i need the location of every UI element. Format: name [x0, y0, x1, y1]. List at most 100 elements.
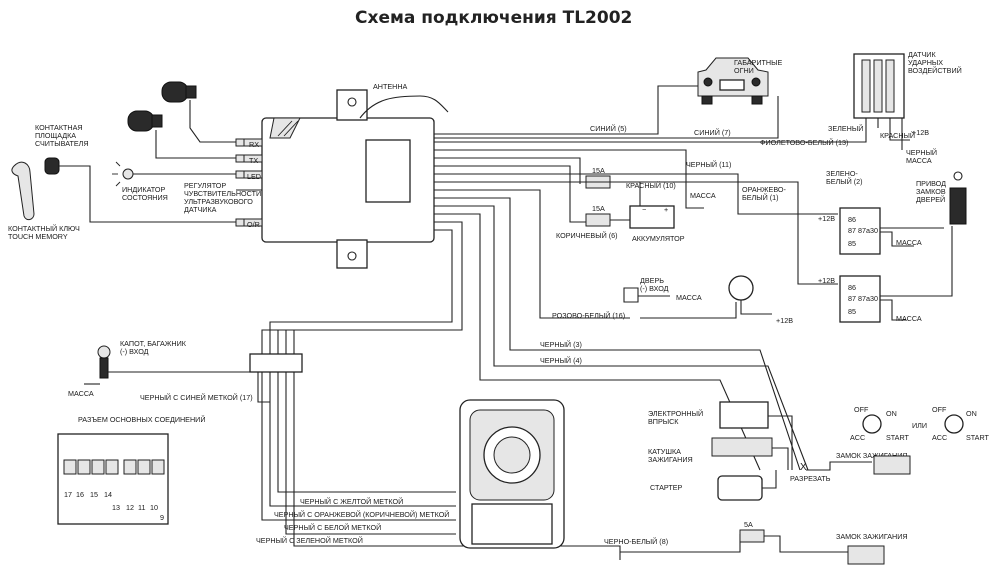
fuse-15a-2: 15А — [592, 204, 605, 213]
shock-label-1: ДАТЧИК — [908, 50, 936, 59]
relay2-30: 30 — [870, 294, 878, 303]
start-1: START — [886, 433, 910, 442]
hood-switch: КАПОТ, БАГАЖНИК (-) ВХОД МАССА ЧЕРНЫЙ С … — [68, 339, 270, 403]
shock-sensor: ДАТЧИК УДАРНЫХ ВОЗДЕЙСТВИЙ — [853, 50, 962, 119]
relay1-85: 85 — [848, 239, 856, 248]
relay1-30: 30 — [870, 226, 878, 235]
pin-12: 12 — [126, 503, 134, 512]
engine-parts: ЭЛЕКТРОННЫЙ ВПРЫСК КАТУШКА ЗАЖИГАНИЯ СТА… — [648, 401, 872, 501]
contact-pad-label-3: СЧИТЫВАТЕЛЯ — [35, 139, 89, 148]
red-label: КРАСНЫЙ — [880, 131, 915, 140]
orange-label-1: ОРАНЖЕВО- — [742, 185, 786, 194]
cut-label: РАЗРЕЗАТЬ — [790, 474, 831, 483]
top-wires: СИНИЙ (5) СИНИЙ (7) ФИОЛЕТОВО-БЕЛЫЙ (13)… — [434, 85, 937, 165]
ignition-section: OFF ON ACC START ИЛИ OFF ON ACC START ЗА… — [604, 405, 990, 565]
brown6-label: КОРИЧНЕВЫЙ (6) — [556, 231, 618, 240]
ignition-lock-label-1: ЗАМОК ЗАЖИГАНИЯ — [836, 451, 908, 460]
contact-pad-label-2: ПЛОЩАДКА — [35, 131, 76, 140]
regulator-label-4: ДАТЧИКА — [184, 205, 217, 214]
yellow-mark-label: ЧЕРНЫЙ С ЖЕЛТОЙ МЕТКОЙ — [300, 497, 403, 506]
black3-label: ЧЕРНЫЙ (3) — [540, 340, 582, 349]
key-label-2: TOUCH MEMORY — [8, 232, 68, 241]
pin-9: 9 — [160, 513, 164, 522]
relay1-mass: МАССА — [896, 238, 922, 247]
wire-blue5-label: СИНИЙ (5) — [590, 124, 627, 133]
antenna-label: АНТЕННА — [373, 82, 408, 91]
sensitivity-regulator: РЕГУЛЯТОР ЧУВСТВИТЕЛЬНОСТИ УЛЬТРАЗВУКОВО… — [184, 181, 262, 214]
fuse-15a-1: 15А — [592, 166, 605, 175]
on-1: ON — [886, 409, 897, 418]
pin-17: 17 — [64, 490, 72, 499]
relay2-85: 85 — [848, 307, 856, 316]
x-mark: X — [800, 462, 807, 473]
battery-label: АККУМУЛЯТОР — [632, 234, 685, 243]
antenna: АНТЕННА — [359, 82, 449, 119]
parking-lights: ГАБАРИТНЫЕ ОГНИ — [697, 57, 782, 105]
pin-10: 10 — [150, 503, 158, 512]
touch-memory: КОНТАКТНАЯ ПЛОЩАДКА СЧИТЫВАТЕЛЯ КОНТАКТН… — [8, 123, 236, 241]
injection-label-2: ВПРЫСК — [648, 417, 679, 426]
control-unit — [261, 89, 435, 269]
key-label-1: КОНТАКТНЫЙ КЛЮЧ — [8, 224, 80, 233]
black4-label: ЧЕРНЫЙ (4) — [540, 356, 582, 365]
battery-minus: − — [642, 205, 646, 214]
plus12-shock-label: +12В — [912, 128, 929, 137]
coil-label-1: КАТУШКА — [648, 447, 681, 456]
acc-2: ACC — [932, 433, 947, 442]
lock-label-1: ПРИВОД — [916, 179, 946, 188]
siren — [459, 399, 565, 549]
greenwhite-label-1: ЗЕЛЕНО- — [826, 169, 858, 178]
door-lock-relays: 86 87 87a 30 85 86 87 87a 30 85 +12В +12… — [434, 169, 967, 323]
shock-label-2: УДАРНЫХ — [908, 58, 943, 67]
injection-label-1: ЭЛЕКТРОННЫЙ — [648, 409, 703, 418]
parking-label-2: ОГНИ — [734, 66, 754, 75]
relay2-87: 87 — [848, 294, 856, 303]
indicator-label-2: СОСТОЯНИЯ — [122, 193, 168, 202]
greenwhite-label-2: БЕЛЫЙ (2) — [826, 177, 863, 186]
pinkwhite16-label: РОЗОВО-БЕЛЫЙ (16) — [552, 311, 625, 320]
relay1-plus12: +12В — [818, 214, 835, 223]
pin-11: 11 — [138, 503, 145, 512]
fuse-5a-label: 5А — [744, 520, 753, 529]
black-mass-label-1: ЧЕРНЫЙ — [906, 148, 937, 157]
main-connector: РАЗЪЕМ ОСНОВНЫХ СОЕДИНЕНИЙ 17 16 15 14 1… — [57, 415, 206, 525]
hood-label-2: (-) ВХОД — [120, 347, 149, 356]
relay1-87a: 87a — [858, 226, 870, 235]
status-led: ИНДИКАТОР СОСТОЯНИЯ — [112, 161, 236, 202]
tx-label: TX — [249, 156, 258, 165]
red10-label: КРАСНЫЙ (10) — [626, 181, 676, 190]
pin-13: 13 — [112, 503, 120, 512]
contact-pad-label-1: КОНТАКТНАЯ — [35, 123, 83, 132]
black11-label: ЧЕРНЫЙ (11) — [686, 160, 731, 169]
ultrasonic-sensors — [127, 81, 236, 159]
door-label-2: (-) ВХОД — [640, 284, 669, 293]
relay1-87: 87 — [848, 226, 856, 235]
relay2-mass: МАССА — [896, 314, 922, 323]
coil-label-2: ЗАЖИГАНИЯ — [648, 455, 693, 464]
off-2: OFF — [932, 405, 947, 414]
diagram-title: Схема подключения TL2002 — [355, 8, 632, 28]
left-connectors: RX TX LED O/R — [235, 138, 263, 229]
on-2: ON — [966, 409, 977, 418]
hood-label-1: КАПОТ, БАГАЖНИК — [120, 339, 187, 348]
green-mark-label: ЧЕРНЫЙ С ЗЕЛЕНОЙ МЕТКОЙ — [256, 536, 363, 545]
rx-label: RX — [249, 140, 259, 149]
door-mass-label: МАССА — [676, 293, 702, 302]
regulator-label-1: РЕГУЛЯТОР — [184, 181, 226, 190]
orange-label-2: БЕЛЫЙ (1) — [742, 193, 779, 202]
wire-blue7-label: СИНИЙ (7) — [694, 128, 731, 137]
lamp-plus12: +12В — [776, 316, 793, 325]
wire-violet13-label: ФИОЛЕТОВО-БЕЛЫЙ (13) — [760, 138, 848, 147]
or-label: ИЛИ — [912, 421, 927, 430]
door-label-1: ДВЕРЬ — [640, 276, 664, 285]
starter-label: СТАРТЕР — [650, 483, 683, 492]
parking-label-1: ГАБАРИТНЫЕ — [734, 58, 782, 67]
door-switch: ДВЕРЬ (-) ВХОД МАССА +12В РОЗОВО-БЕЛЫЙ (… — [434, 189, 793, 325]
indicator-label-1: ИНДИКАТОР — [122, 185, 165, 194]
regulator-label-3: УЛЬТРАЗВУКОВОГО — [184, 197, 253, 206]
blue-mark17-label: ЧЕРНЫЙ С СИНЕЙ МЕТКОЙ (17) — [140, 393, 253, 402]
pin-14: 14 — [104, 490, 112, 499]
start-2: START — [966, 433, 990, 442]
relay2-plus12: +12В — [818, 276, 835, 285]
